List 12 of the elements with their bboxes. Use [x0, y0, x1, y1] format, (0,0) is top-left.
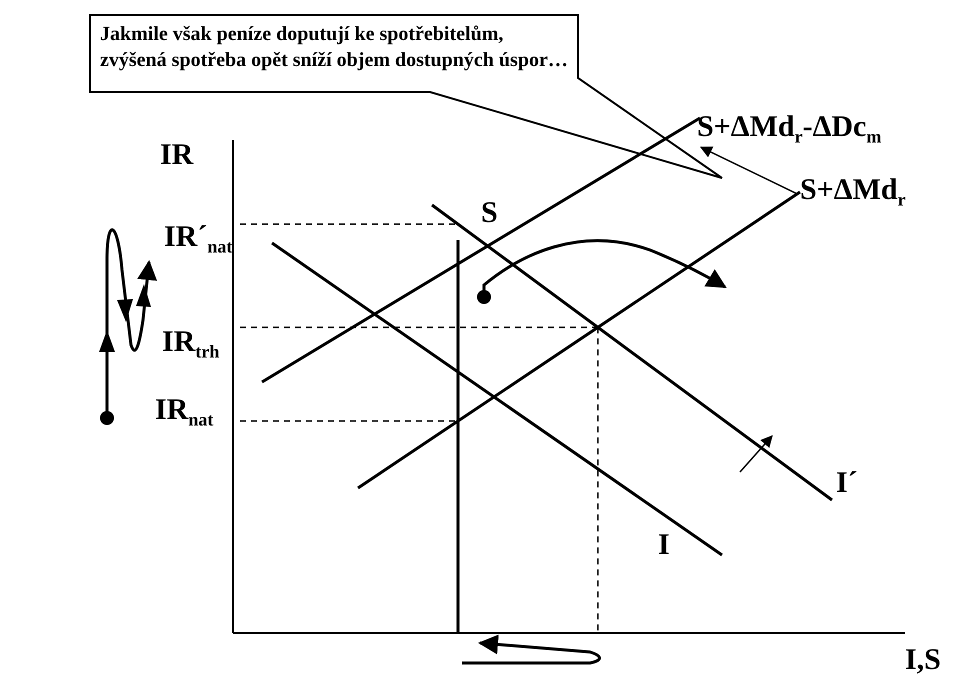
axis-label: IR [160, 140, 194, 170]
axis-label: I [658, 530, 670, 560]
callout-text: Jakmile však peníze doputují ke spotřebitelům, zvýšená spotřeba opět sníží objem dostupných úspor… [99, 22, 569, 73]
axis-label: I,S [905, 645, 941, 675]
axis-label: I´ [836, 468, 858, 498]
axis-label: IR$_{trh}$ [162, 327, 220, 360]
axis-label: IR$_{nat}$ [155, 395, 214, 428]
axis-label: IR´$_{nat}$ [164, 222, 232, 256]
arrow [700, 146, 796, 194]
axis-label: S [481, 198, 498, 228]
curve-label: S+ΔMd$_{r}$ [800, 175, 906, 208]
curve-label: S+ΔMd$_{r}$-ΔDc$_{m}$ [697, 112, 882, 146]
